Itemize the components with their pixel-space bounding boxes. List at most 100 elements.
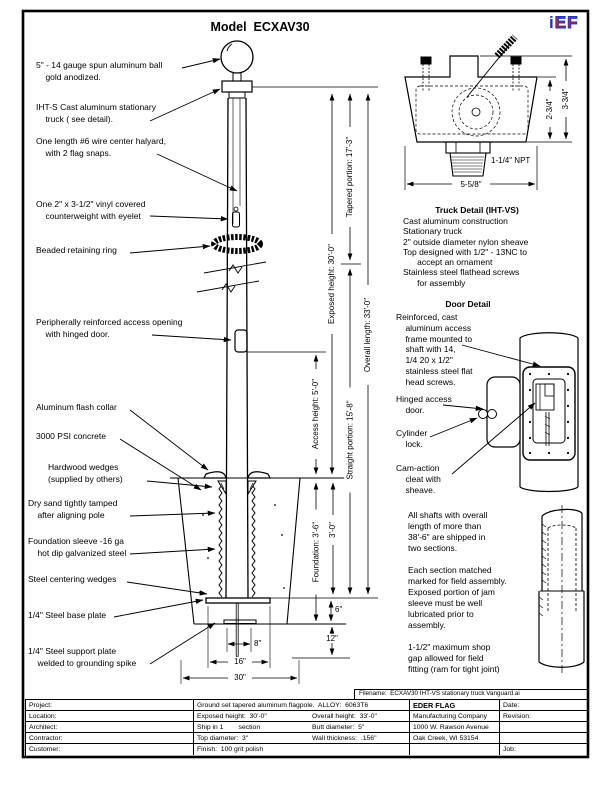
title-block: Project: Ground set tapered aluminum fla…: [25, 699, 588, 757]
cell-architect-label: Architect:: [26, 722, 194, 732]
dim-sixteen-inch: 16": [228, 657, 252, 666]
label-truck: IHT-S Cast aluminum stationary truck ( s…: [36, 102, 156, 124]
label-centering-wedges: Steel centering wedges: [28, 574, 117, 584]
table-row: Customer: Finish: 100 grit polish Job:: [26, 744, 587, 755]
note-assembly: Each section matched marked for field as…: [408, 565, 507, 630]
label-foundation-sleeve: Foundation sleeve -16 ga hot dip galvani…: [28, 536, 127, 558]
flash-collar: [203, 471, 271, 479]
dim-truck-width: 5-5/8": [452, 180, 490, 189]
spec-text: Ground set tapered aluminum flagpole. AL…: [197, 701, 369, 709]
spec-text-right: Wall thickness: .156": [312, 734, 377, 742]
dim-truck-2-3-4: 2-3/4": [544, 91, 556, 127]
cell-contractor-label: Contractor:: [26, 733, 194, 743]
retaining-ring: [211, 234, 263, 254]
dim-six-inch: 6": [335, 605, 343, 614]
label-base-plate: 1/4" Steel base plate: [28, 610, 107, 620]
dim-exposed-height: Exposed height: 30'-0": [326, 234, 338, 334]
dim-foundation-depth: Foundation: 3'-6": [310, 509, 323, 595]
dim-three-feet: 3'-0": [327, 515, 339, 545]
cell-company-line3: 1000 W. Rawson Avenue: [410, 722, 500, 732]
base-plate: [205, 597, 271, 604]
cylinder-lock: [478, 409, 488, 419]
table-row: Project: Ground set tapered aluminum fla…: [26, 700, 587, 711]
cell-blank: [500, 733, 585, 743]
nylon-sheave: [451, 87, 501, 137]
label-support-plate: 1/4" Steel support plate welded to groun…: [28, 646, 137, 668]
cell-blank: [500, 722, 585, 732]
spec-text-right: Butt diameter: 5": [312, 723, 365, 731]
note-shipping: All shafts with overall length of more t…: [408, 510, 488, 553]
dim-eight-inch: 8": [254, 639, 262, 648]
dim-npt-thread: 1-1/4" NPT: [491, 156, 531, 165]
table-row: Location: Exposed height: 30'-0" Overall …: [26, 711, 587, 722]
aggregate-dots: [199, 504, 285, 593]
cell-job-label: Job:: [503, 745, 516, 753]
dim-overall-length: Overall length: 33'-0": [362, 285, 374, 385]
spec-text: Finish: 100 grit polish: [197, 745, 264, 753]
dim-straight-portion: Straight portion: 15'-8": [344, 387, 357, 493]
label-counterweight: One 2" x 3-1/2" vinyl covered counterwei…: [36, 199, 146, 221]
spec-text: Exposed height: 30'-0": [197, 712, 267, 720]
cell-blank: [410, 744, 500, 755]
dimension-lines: [182, 93, 371, 681]
logo-letter-e: E: [554, 13, 568, 33]
dim-thirty-inch: 30": [228, 673, 252, 682]
truck-detail-notes: Cast aluminum construction Stationary tr…: [403, 216, 529, 288]
access-door: [234, 329, 248, 353]
shaft-joint-drawing: [538, 505, 585, 676]
ball-ornament: [220, 40, 254, 74]
label-access-opening: Peripherally reinforced access opening w…: [36, 317, 183, 339]
foundation-outline: [177, 477, 301, 625]
logo-letter-i: i: [549, 13, 555, 32]
dim-truck-3-3-4: 3-3/4": [560, 81, 572, 117]
dim-twelve-inch: 12": [322, 634, 342, 643]
cell-date-label: Date:: [503, 701, 520, 709]
label-flash-collar: Aluminum flash collar: [36, 402, 117, 412]
foundation-sleeve-corrugation: [218, 480, 223, 598]
dim-access-height: Access height: 5'-0": [310, 369, 322, 459]
door-detail-drawing: [429, 332, 579, 493]
cell-company-line4: Oak Creek, WI 53154: [410, 733, 500, 743]
door-frame-note: Reinforced, cast aluminum access frame m…: [396, 312, 473, 387]
door-hinged-note: Hinged access door.: [396, 394, 452, 415]
truck-detail-drawing: [404, 34, 572, 190]
cell-company-name: EDER FLAG: [410, 700, 500, 710]
label-halyard: One length #6 wire center halyard, with …: [36, 136, 166, 158]
spec-text-right: Overall height: 33'-0": [312, 712, 377, 720]
grounding-spike: [235, 603, 239, 661]
filename-bar: Filename: ECXAV30 IHT-VS stationary truc…: [354, 689, 588, 699]
note-shop-gap: 1-1/2" maximum shop gap allowed for fiel…: [408, 642, 500, 674]
cell-location-label: Location:: [26, 711, 194, 721]
door-detail-heading: Door Detail: [445, 299, 491, 309]
truck-assembly: [221, 80, 253, 93]
page-frame: [21, 9, 590, 759]
cell-spec-2: Exposed height: 30'-0" Overall height: 33…: [194, 711, 410, 721]
page-title: Model ECXAV30: [210, 20, 310, 34]
spec-text: Top diameter: 3": [197, 734, 249, 742]
jam-sleeve: [547, 528, 577, 612]
halyard-line: [232, 98, 241, 224]
label-dry-sand: Dry sand tightly tamped after aligning p…: [28, 498, 118, 520]
label-concrete: 3000 PSI concrete: [36, 431, 106, 441]
logo-letter-f: F: [567, 13, 579, 33]
hardwood-wedges: [217, 480, 257, 496]
leader-arrows: [113, 58, 238, 665]
label-hardwood-wedges: Hardwood wedges (supplied by others): [48, 462, 123, 484]
flagpole-drawing: [170, 40, 378, 684]
cell-spec-4: Top diameter: 3" Wall thickness: .156": [194, 733, 410, 743]
cell-customer-label: Customer:: [26, 744, 194, 755]
cell-spec-1: Ground set tapered aluminum flagpole. AL…: [194, 700, 410, 710]
truck-detail-heading: Truck Detail (IHT-VS): [435, 205, 519, 215]
cell-spec-5: Finish: 100 grit polish: [194, 744, 410, 755]
cell-project-label: Project:: [26, 700, 194, 710]
cell-company-line2: Manufacturing Company: [410, 711, 500, 721]
label-retaining-ring: Beaded retaining ring: [36, 245, 117, 255]
threaded-nipple: [449, 152, 487, 177]
support-plate: [223, 619, 257, 624]
door-cam-note: Cam-action cleat with sheave.: [396, 463, 441, 495]
table-row: Contractor: Top diameter: 3" Wall thickne…: [26, 733, 587, 744]
dim-tapered-portion: Tapered portion: 17'-3": [344, 127, 356, 227]
